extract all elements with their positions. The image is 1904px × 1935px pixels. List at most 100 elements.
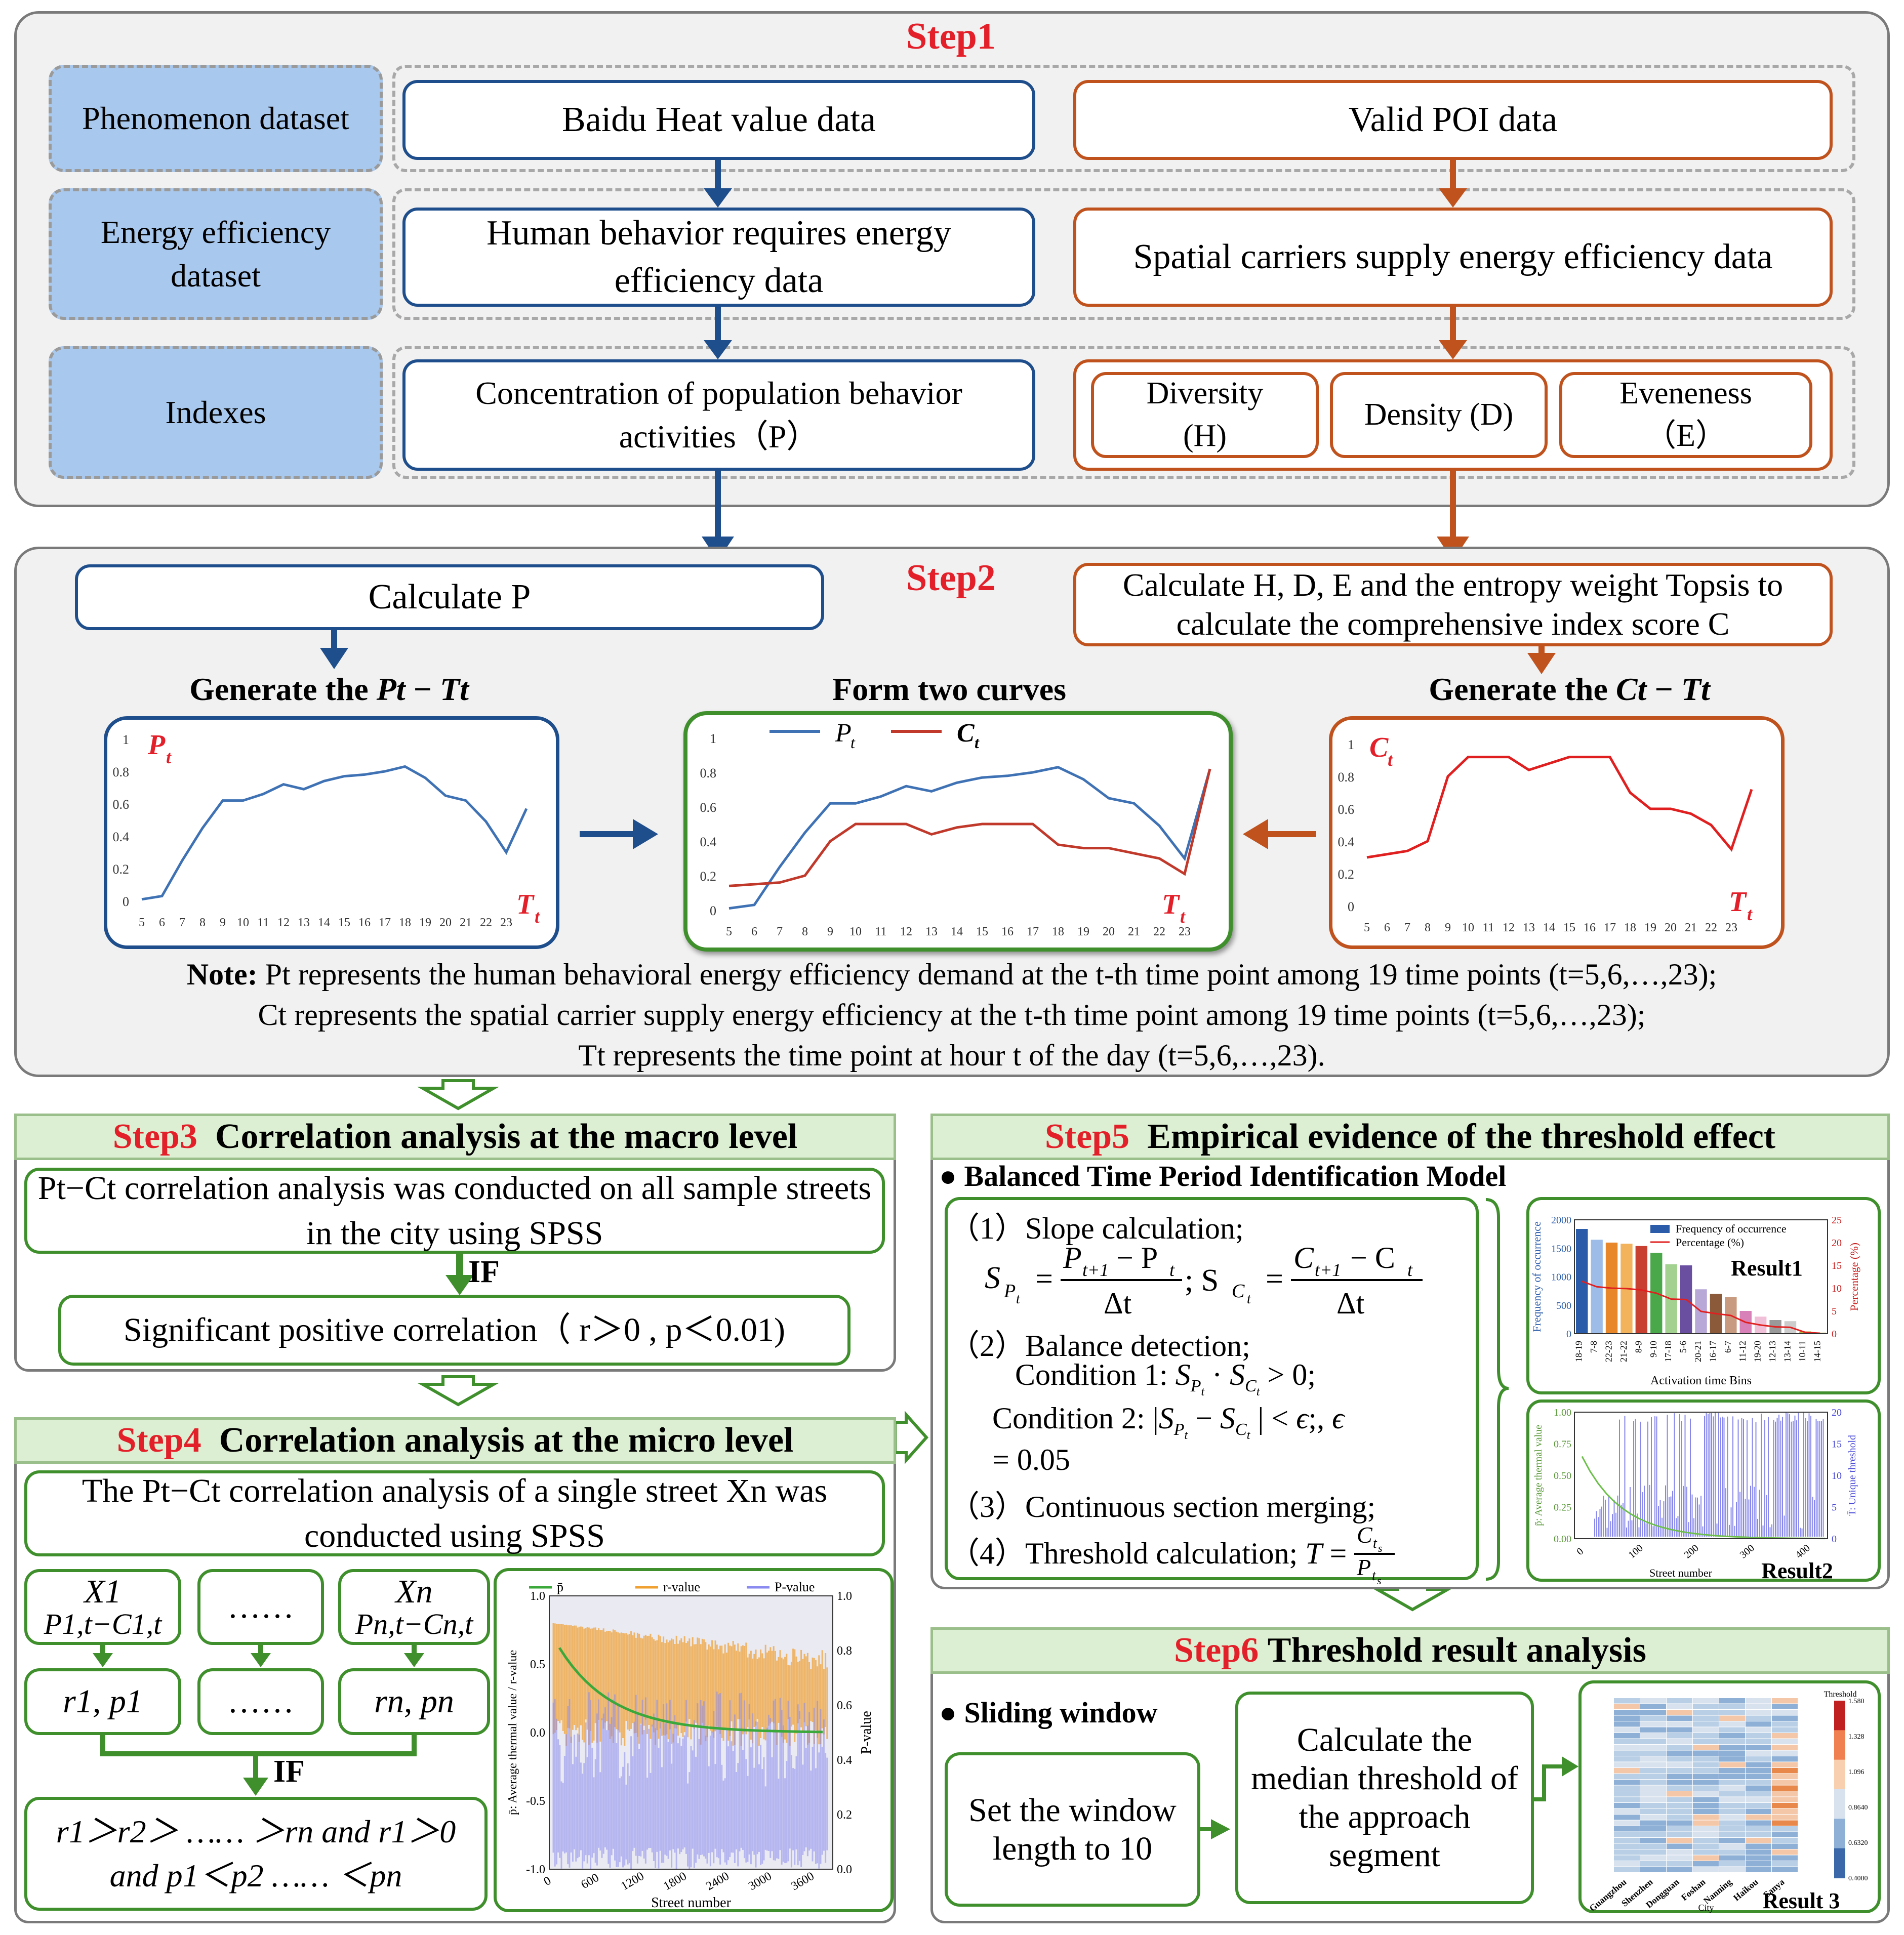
heat-cell [1667,1721,1692,1727]
y-tick-both-4: 0.8 [700,766,717,780]
heat-cell [1746,1710,1771,1715]
heat-cell [1614,1750,1640,1756]
x-tick-pt-11: 16 [358,916,371,929]
colorbar-tick-5: 0.4000 [1848,1875,1868,1882]
x-tick-ct-11: 16 [1584,921,1596,934]
heat-cell [1772,1768,1798,1774]
heat-cell [1614,1826,1640,1832]
xlabel: Street number [651,1895,732,1911]
y-tick-ct-5: 1 [1348,737,1354,752]
y-tick-ct-2: 0.4 [1338,835,1355,849]
brace [1485,1198,1509,1581]
heat-cell [1640,1826,1666,1832]
gen-pt-title: Generate the Pt − Tt [189,671,469,707]
heat-xlabel: City [1698,1903,1714,1913]
svg-text:=: = [1035,1262,1053,1296]
r1-legend-swatch-0 [1650,1225,1670,1233]
x-tick-ct-15: 20 [1665,921,1677,934]
r2-result-label: Result2 [1761,1558,1833,1582]
heat-cell [1667,1867,1692,1872]
heat-cell [1772,1774,1798,1779]
right-tick-2: 0.4 [837,1754,852,1767]
heat-cell [1614,1715,1640,1721]
x-tick-ct-7: 12 [1503,921,1515,934]
x-tick-pt-18: 23 [500,916,512,929]
row2-dash [392,188,1855,320]
x-tick-both-18: 23 [1179,925,1191,938]
heat-cell [1640,1815,1666,1820]
r1-xtick-3: 21-22 [1618,1341,1629,1362]
x-tick-pt-15: 20 [439,916,452,929]
x-tick-both-4: 9 [827,925,833,938]
x-tick-ct-9: 14 [1543,921,1555,934]
x-tick-ct-1: 6 [1384,921,1390,934]
step5-bullet-text: Balanced Time Period Identification Mode… [964,1160,1507,1192]
svg-text:P: P [1003,1281,1016,1302]
svg-text:t: t [1169,1260,1175,1280]
r1-ltick-4: 2000 [1551,1215,1571,1226]
heat-cell [1640,1843,1666,1849]
heat-cell [1719,1791,1745,1797]
heat-cell [1746,1768,1771,1774]
heat-cell [1614,1820,1640,1826]
ct-corner-label-sub: t [1388,750,1393,770]
xn-label: Xn [395,1573,433,1610]
r1-xtick-4: 8-9 [1633,1341,1643,1353]
heat-cell [1667,1861,1692,1867]
r1-xtick-15: 10-11 [1797,1341,1807,1362]
x-tick-both-15: 20 [1103,925,1115,938]
c2-label: Condition 2: [992,1402,1145,1435]
note-line3: Tt represents the time point at hour t o… [578,1039,1325,1072]
note-line2: Ct represents the spatial carrier supply… [258,998,1646,1032]
heat-cell [1746,1797,1771,1802]
x-tick-both-0: 5 [726,925,732,938]
heat-cell [1693,1808,1719,1814]
x-tick-pt-8: 13 [298,916,310,929]
heat-cell [1667,1803,1692,1808]
heat-cell [1667,1762,1692,1767]
heat-cell [1719,1808,1745,1814]
heat-cell [1693,1733,1719,1739]
colorbar-tick-1: 1.328 [1848,1733,1865,1741]
city-label-4: Nanning [1702,1877,1733,1906]
pt-corner-label: P [147,729,166,761]
r1-xtick-8: 20-21 [1693,1341,1703,1362]
svg-text:=: = [1266,1262,1283,1296]
heat-cell [1640,1774,1666,1779]
step3-text: Correlation analysis at the macro level [215,1117,798,1156]
x-tick-ct-5: 10 [1462,921,1474,934]
heat-cell [1693,1745,1719,1750]
heat-cell [1746,1867,1771,1872]
heat-cell [1746,1727,1771,1733]
series-line-both-Ct [728,768,1211,887]
heat-cell [1667,1820,1692,1826]
legend-label-0: p̄ [557,1580,563,1594]
heat-cell [1693,1826,1719,1832]
colorbar-seg-2 [1834,1759,1845,1790]
step6-bullet-text: Sliding window [964,1696,1158,1729]
r2-rtick-0: 0 [1832,1534,1837,1545]
heat-cell [1614,1756,1640,1762]
legend-pt-sub: t [850,733,856,752]
heat-cell [1640,1808,1666,1814]
heat-cell [1719,1774,1745,1779]
colorbar-seg-3 [1834,1789,1845,1820]
heat-cell [1772,1808,1798,1814]
step6-text: Threshold result analysis [1267,1631,1646,1670]
r1-xtick-6: 17-18 [1663,1341,1673,1362]
step4-label: Step4 [116,1421,201,1460]
heat-cell [1746,1791,1771,1797]
city-label-0: Guangzhou [1588,1877,1629,1913]
heat-cell [1772,1791,1798,1797]
heat-cell [1667,1791,1692,1797]
svg-text:t: t [1373,1536,1378,1551]
legend-ct-sub: t [975,733,980,752]
tt-sym2: Tt [1681,671,1710,707]
heat-cell [1640,1820,1666,1826]
heat-cell [1693,1721,1719,1727]
heat-cell [1614,1739,1640,1744]
heat-cell [1667,1797,1692,1802]
heat-cell [1693,1815,1719,1820]
